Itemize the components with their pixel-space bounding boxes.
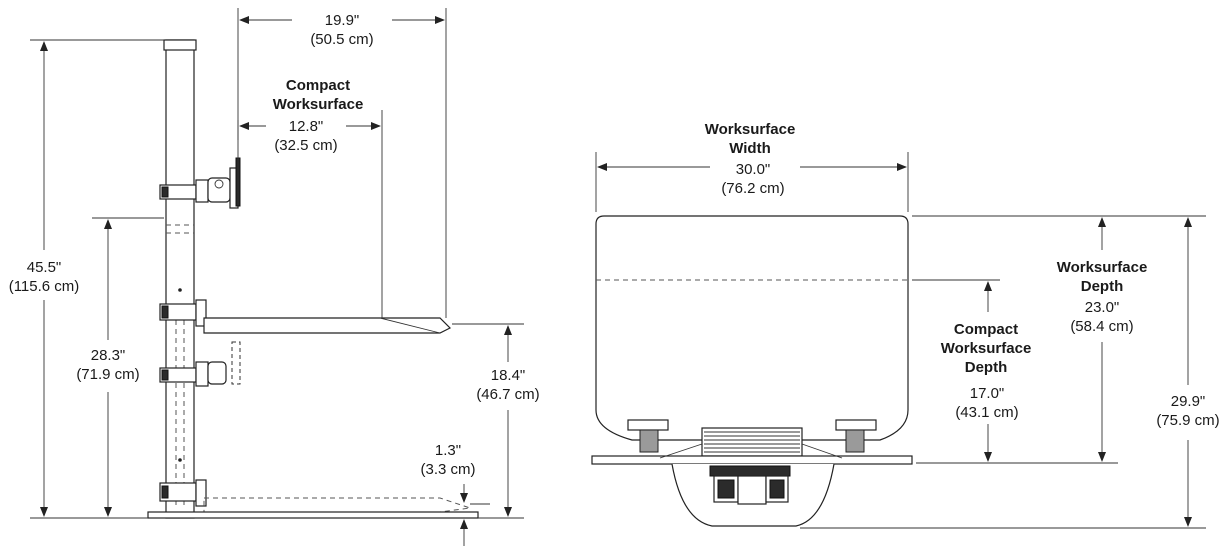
compact-width-label: 12.8" (32.5 cm) [274, 118, 338, 154]
overall-depth-label: 29.9" (75.9 cm) [1156, 393, 1220, 429]
lift-height-label: 28.3" (71.9 cm) [76, 347, 140, 383]
top-width-label: 19.9" (50.5 cm) [310, 12, 374, 48]
side-view [30, 8, 524, 546]
worksurface-side [203, 317, 452, 334]
column-cap [163, 39, 197, 51]
worksurface-mount [159, 299, 452, 334]
base-offset-label: 1.3" (3.3 cm) [420, 442, 476, 478]
compact-depth-title: Compact Worksurface Depth [940, 321, 1032, 376]
compact-width-title: Compact Worksurface [272, 77, 364, 113]
depth-title: Worksurface Depth [1056, 259, 1148, 295]
width-title: Worksurface Width [704, 121, 796, 157]
upper-monitor-mount [159, 157, 241, 209]
surface-height-label: 18.4" (46.7 cm) [476, 367, 540, 403]
base-plate [147, 511, 479, 519]
depth-label: 23.0" (58.4 cm) [1070, 299, 1134, 335]
compact-depth-label: 17.0" (43.1 cm) [955, 385, 1019, 421]
total-height-label: 45.5" (115.6 cm) [8, 259, 80, 295]
width-label: 30.0" (76.2 cm) [721, 161, 785, 197]
lower-monitor-mount [159, 341, 241, 387]
worksurface-top [595, 215, 909, 441]
base-plate-top [591, 455, 913, 465]
lowered-worksurface [203, 497, 471, 513]
top-view [591, 152, 1206, 529]
column [165, 39, 195, 519]
